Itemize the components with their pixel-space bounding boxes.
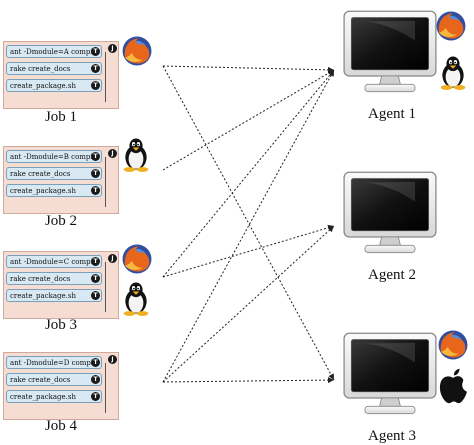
task-compile: ant -Dmodule=A compile <box>6 45 102 58</box>
connection-arrow <box>162 225 335 383</box>
task-badge: T <box>91 375 100 384</box>
firefox-icon <box>122 244 152 274</box>
connection-arrow <box>162 69 335 383</box>
job-badge: J <box>108 44 117 53</box>
task-badge: T <box>91 257 100 266</box>
apple-icon <box>439 368 467 404</box>
job-card-2: ant -Dmodule=B compile rake create_docs … <box>3 146 119 214</box>
task-compile: ant -Dmodule=B compile <box>6 150 102 163</box>
job-label-3: Job 3 <box>44 317 78 333</box>
linux-icon <box>123 282 149 316</box>
task-badge: T <box>91 169 100 178</box>
job-label-2: Job 2 <box>44 213 78 229</box>
job-label-1: Job 1 <box>44 109 78 125</box>
connection-arrow <box>162 377 335 384</box>
task-badge: T <box>91 152 100 161</box>
firefox-icon <box>438 330 468 360</box>
task-docs: rake create_docs <box>6 373 102 386</box>
job-badge: J <box>108 355 117 364</box>
task-docs: rake create_docs <box>6 272 102 285</box>
connection-arrow <box>162 65 335 73</box>
task-compile: ant -Dmodule=D compile <box>6 356 102 369</box>
job-card-1: ant -Dmodule=A compile rake create_docs … <box>3 41 119 109</box>
linux-icon <box>440 56 466 90</box>
task-package: create_package.sh <box>6 79 102 92</box>
job-badge: J <box>108 149 117 158</box>
agent-label-3: Agent 3 <box>368 428 416 444</box>
computer-icon <box>343 332 437 415</box>
task-badge: T <box>91 47 100 56</box>
task-badge: T <box>91 291 100 300</box>
task-docs: rake create_docs <box>6 62 102 75</box>
task-package: create_package.sh <box>6 184 102 197</box>
task-badge: T <box>91 81 100 90</box>
task-docs: rake create_docs <box>6 167 102 180</box>
linux-icon <box>123 138 149 172</box>
job-flow-line <box>105 262 106 312</box>
job-label-4: Job 4 <box>44 418 78 434</box>
job-flow-line <box>105 363 106 413</box>
connection-arrow <box>162 69 335 171</box>
task-badge: T <box>91 274 100 283</box>
task-badge: T <box>91 64 100 73</box>
task-compile: ant -Dmodule=C compile <box>6 255 102 268</box>
job-card-4: ant -Dmodule=D compile rake create_docs … <box>3 352 119 420</box>
connection-arrow <box>162 224 335 278</box>
agent-label-2: Agent 2 <box>368 267 416 283</box>
job-card-3: ant -Dmodule=C compile rake create_docs … <box>3 251 119 319</box>
computer-icon <box>343 10 437 93</box>
connection-arrow <box>162 69 335 278</box>
task-badge: T <box>91 186 100 195</box>
task-badge: T <box>91 358 100 367</box>
task-package: create_package.sh <box>6 289 102 302</box>
job-flow-line <box>105 157 106 207</box>
job-badge: J <box>108 254 117 263</box>
task-package: create_package.sh <box>6 390 102 403</box>
task-badge: T <box>91 392 100 401</box>
firefox-icon <box>122 36 152 66</box>
connection-arrow <box>162 65 335 381</box>
job-flow-line <box>105 52 106 102</box>
agent-label-1: Agent 1 <box>368 106 416 122</box>
computer-icon <box>343 171 437 254</box>
firefox-icon <box>436 11 466 41</box>
